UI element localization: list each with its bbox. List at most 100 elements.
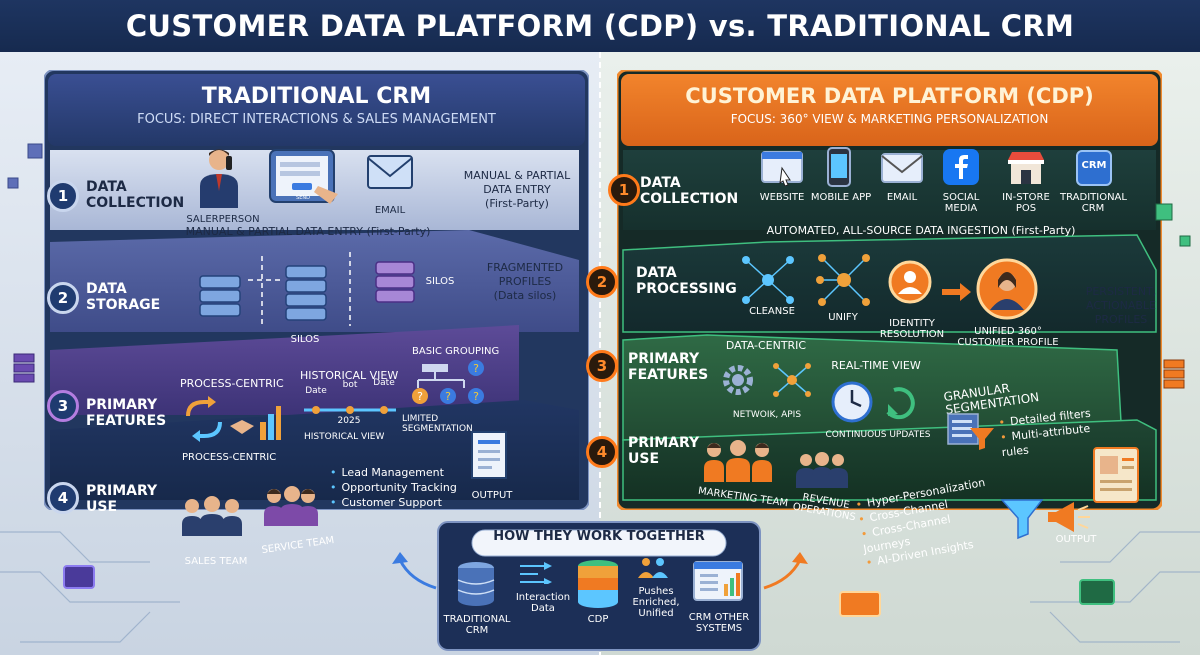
unified-profile-icon xyxy=(976,258,1038,320)
store-icon xyxy=(1008,152,1044,184)
salesperson-label: SALERPERSON xyxy=(186,214,260,225)
timeline-date-2: bot xyxy=(342,380,358,390)
source-social-label: SOCIAL MEDIA xyxy=(942,192,980,215)
unify-label: UNIFY xyxy=(828,312,858,323)
timeline-date-1: Date xyxy=(305,386,327,396)
crm-focus: FOCUS: DIRECT INTERACTIONS & SALES MANAG… xyxy=(137,112,496,127)
filter-funnel-icon xyxy=(947,413,994,450)
crm-row-1-label: DATA COLLECTION xyxy=(86,179,185,211)
realtime-view-title: REAL-TIME VIEW xyxy=(831,359,921,372)
mobile-app-icon xyxy=(827,147,851,187)
cdp-row-3-label: PRIMARY FEATURES xyxy=(628,351,709,383)
crm-output-label: OUTPUT xyxy=(471,490,513,501)
salesperson-icon xyxy=(200,149,238,208)
tablet-form-icon xyxy=(269,149,338,204)
silos-label-top: SILOS xyxy=(425,276,455,287)
title-bar xyxy=(0,0,1200,52)
email-envelope-icon xyxy=(367,155,413,189)
revenue-ops-icon xyxy=(796,452,848,488)
output-funnel-icon xyxy=(1000,499,1090,540)
svg-text:?: ? xyxy=(417,390,423,403)
together-title: HOW THEY WORK TOGETHER xyxy=(493,529,705,544)
crm-row-4-label: PRIMARY USE xyxy=(86,483,158,515)
cdp-row-3-badge: 3 xyxy=(586,350,618,382)
cdp-output-label: OUTPUT xyxy=(1055,534,1097,545)
crm-use-bullets: Lead Management Opportunity Tracking Cus… xyxy=(330,466,470,511)
together-systems-label: CRM OTHER SYSTEMS xyxy=(688,612,750,635)
grouping-tree-icon: ? ? ? ? xyxy=(412,360,484,404)
flow-icon xyxy=(520,562,552,584)
together-crm-db-icon xyxy=(457,562,495,606)
cleanse-label: CLEANSE xyxy=(749,306,795,317)
website-icon xyxy=(761,151,803,186)
network-apis-label: NETWOIK, APIS xyxy=(732,410,802,420)
crm-collection-caption: MANUAL & PARTIAL DATA ENTRY (First-Party… xyxy=(185,225,431,238)
database-silos-icon xyxy=(199,252,415,328)
crm-email-label: EMAIL xyxy=(374,205,406,216)
cdp-side-note-2c: PROFILES xyxy=(1094,313,1148,326)
unified-profile-label: UNIFIED 360° CUSTOMER PROFILE xyxy=(957,326,1059,349)
sales-team-label: SALES TEAM xyxy=(184,556,248,567)
together-cdp-label: CDP xyxy=(587,614,609,625)
cdp-focus: FOCUS: 360° VIEW & MARKETING PERSONALIZA… xyxy=(730,112,1049,126)
realtime-clock-icon xyxy=(831,381,915,423)
cdp-title: CUSTOMER DATA PLATFORM (CDP) xyxy=(685,84,1094,108)
together-systems-icon xyxy=(693,561,743,601)
service-team-icon xyxy=(264,486,318,526)
cdp-email-icon xyxy=(881,153,923,183)
crm-row-3-badge: 3 xyxy=(47,390,79,422)
page-title: CUSTOMER DATA PLATFORM (CDP) vs. TRADITI… xyxy=(125,9,1075,43)
marketing-team-icon xyxy=(704,440,772,482)
cdp-row-2-badge: 2 xyxy=(586,266,618,298)
data-centric-gear-icon xyxy=(723,363,811,397)
crm-side-note-2a: FRAGMENTED xyxy=(486,261,564,274)
source-pos-label: IN-STORE POS xyxy=(1002,192,1050,215)
crm-title: TRADITIONAL CRM xyxy=(201,84,432,109)
crm-use-bullet: Customer Support xyxy=(330,496,470,511)
crm-row-3-label: PRIMARY FEATURES xyxy=(86,397,167,429)
crm-side-note-1c: (First-Party) xyxy=(485,197,549,210)
timeline-year: 2025 xyxy=(337,416,361,426)
timeline-date-3: Date xyxy=(373,378,395,388)
timeline-icon xyxy=(304,406,396,414)
historical-view-title: HISTORICAL VIEW xyxy=(300,369,399,382)
profile-card-icon xyxy=(1093,447,1139,503)
crm-output-report-icon xyxy=(471,431,507,479)
crm-side-note-2b: PROFILES xyxy=(498,275,552,288)
process-cycle-icon xyxy=(186,396,281,442)
source-mobile-label: MOBILE APP xyxy=(810,192,872,203)
limited-segmentation-label: LIMITED SEGMENTATION xyxy=(402,414,473,435)
basic-grouping-title: BASIC GROUPING xyxy=(412,346,500,357)
interaction-data-label: Interaction Data xyxy=(515,592,571,615)
facebook-icon xyxy=(943,149,979,185)
cdp-row-4-badge: 4 xyxy=(586,436,618,468)
arrow-right-icon xyxy=(942,283,971,301)
cdp-row-1-label: DATA COLLECTION xyxy=(640,175,739,207)
crm-use-bullet: Lead Management xyxy=(330,466,470,481)
data-centric-title: DATA-CENTRIC xyxy=(725,339,807,352)
crm-row-1-badge: 1 xyxy=(47,180,79,212)
pushes-enriched-label: Pushes Enriched, Unified xyxy=(632,586,680,620)
source-crm-label: TRADITIONAL CRM xyxy=(1060,192,1127,215)
source-website-label: WEBSITE xyxy=(759,192,805,203)
process-centric-title: PROCESS-CENTRIC xyxy=(180,377,284,390)
cdp-side-note-2b: ACTIONABLE xyxy=(1085,299,1156,312)
together-crm-label: TRADITIONAL CRM xyxy=(443,614,511,637)
crm-row-2-label: DATA STORAGE xyxy=(86,281,161,313)
cdp-row-4-label: PRIMARY USE xyxy=(628,435,700,467)
cdp-row-1-badge: 1 xyxy=(608,174,640,206)
crm-row-2-badge: 2 xyxy=(47,282,79,314)
form-submit-text: SEND xyxy=(296,195,310,201)
crm-side-note-1b: DATA ENTRY xyxy=(483,183,551,196)
identity-resolution-label: IDENTITY RESOLUTION xyxy=(879,318,945,341)
svg-text:?: ? xyxy=(445,390,451,403)
connector-arrows xyxy=(392,552,808,590)
users-icon xyxy=(638,558,668,578)
cdp-side-note-2a: PERSISTENT, xyxy=(1085,285,1157,298)
crm-badge-icon xyxy=(1076,150,1112,186)
crm-use-bullet: Opportunity Tracking xyxy=(330,481,470,496)
historical-view-caption: HISTORICAL VIEW xyxy=(304,432,385,442)
cdp-row-2-label: DATA PROCESSING xyxy=(636,265,737,297)
continuous-updates-label: CONTINUOUS UPDATES xyxy=(825,430,931,440)
crm-side-note-2c: (Data silos) xyxy=(493,289,557,302)
